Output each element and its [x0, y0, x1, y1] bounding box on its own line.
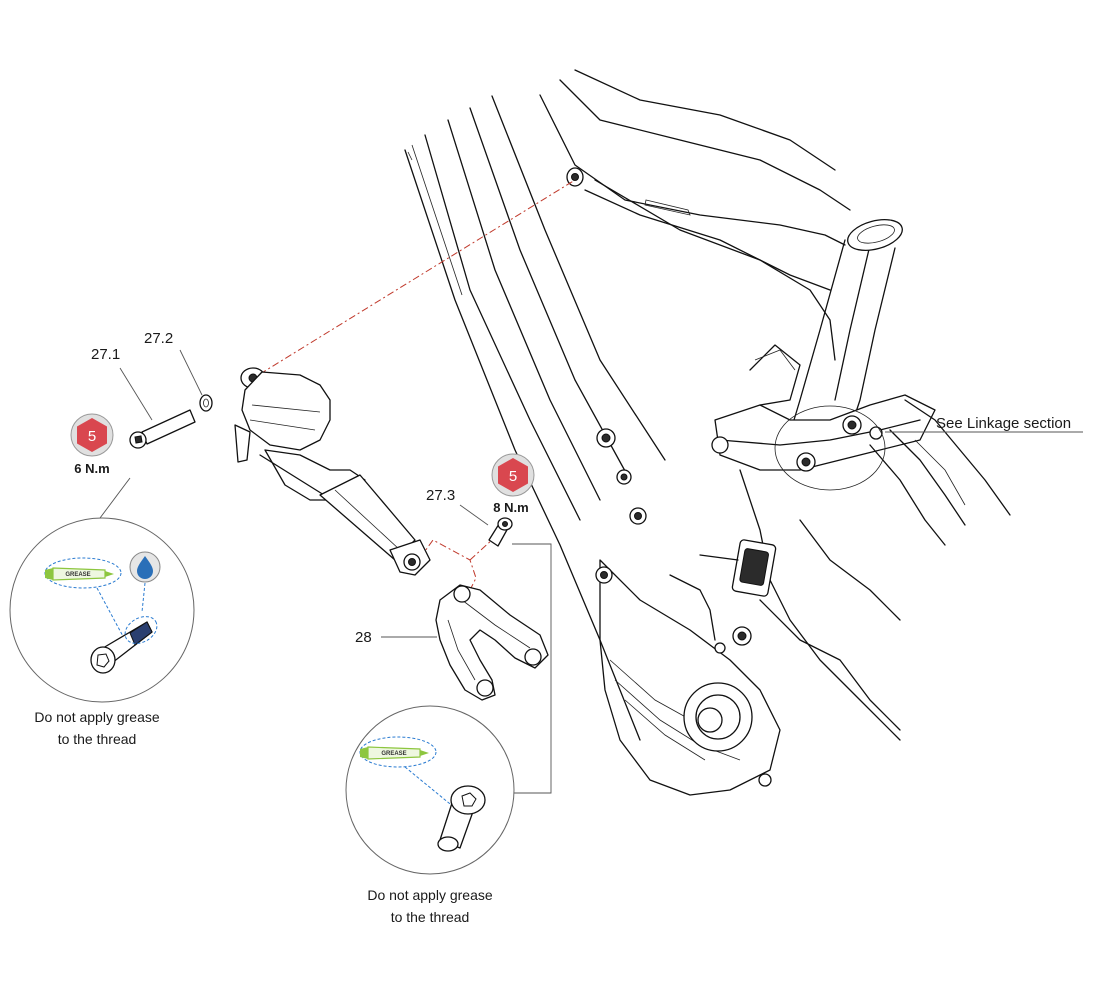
- callout-27-3: 27.3: [426, 487, 455, 504]
- rear-shock: [234, 367, 431, 576]
- shock-washer-27-2: [199, 394, 213, 412]
- link-axis-line: [419, 539, 477, 591]
- detail-circle-right: [345, 705, 515, 875]
- detail-bolt-left: [90, 616, 158, 674]
- bike-frame: [404, 69, 1011, 796]
- torque-value-right: 8 N.m: [493, 500, 528, 515]
- torque-tool-size-right: 5: [509, 468, 517, 485]
- callout-28: 28: [355, 629, 372, 646]
- torque-value-left: 6 N.m: [74, 461, 109, 476]
- torque-tool-size-left: 5: [88, 428, 96, 445]
- left-note-line2: to the thread: [58, 731, 137, 747]
- linkage-reference-label: See Linkage section: [936, 415, 1071, 432]
- seat-tube-opening: [847, 219, 903, 251]
- grease-label-left: GREASE: [65, 572, 90, 578]
- grease-tube-icon: GREASE: [360, 746, 429, 760]
- detail-bolt-right: [437, 785, 486, 852]
- grease-tube-icon: GREASE: [45, 567, 114, 581]
- hex-key-icon: 5: [491, 453, 535, 497]
- grease-label-right: GREASE: [381, 751, 406, 757]
- threadlock-drop-icon: [129, 551, 161, 583]
- shock-lever: [234, 424, 251, 463]
- shock-axis-line: [246, 179, 576, 383]
- rocker-link-28: [435, 584, 549, 701]
- link-bolt-27-3: [488, 517, 513, 547]
- hex-key-icon: 5: [70, 413, 114, 457]
- callout-27-1: 27.1: [91, 346, 120, 363]
- right-note-line1: Do not apply grease: [367, 887, 493, 903]
- callout-27-2: 27.2: [144, 330, 173, 347]
- detail-circle-left: [9, 517, 195, 703]
- shock-bolt-27-1: [129, 409, 196, 449]
- left-note-line1: Do not apply grease: [34, 709, 160, 725]
- linkage-highlight: [774, 405, 886, 491]
- right-note-line2: to the thread: [391, 909, 470, 925]
- linkage-rocker: [714, 394, 936, 471]
- shock-body: [319, 474, 416, 561]
